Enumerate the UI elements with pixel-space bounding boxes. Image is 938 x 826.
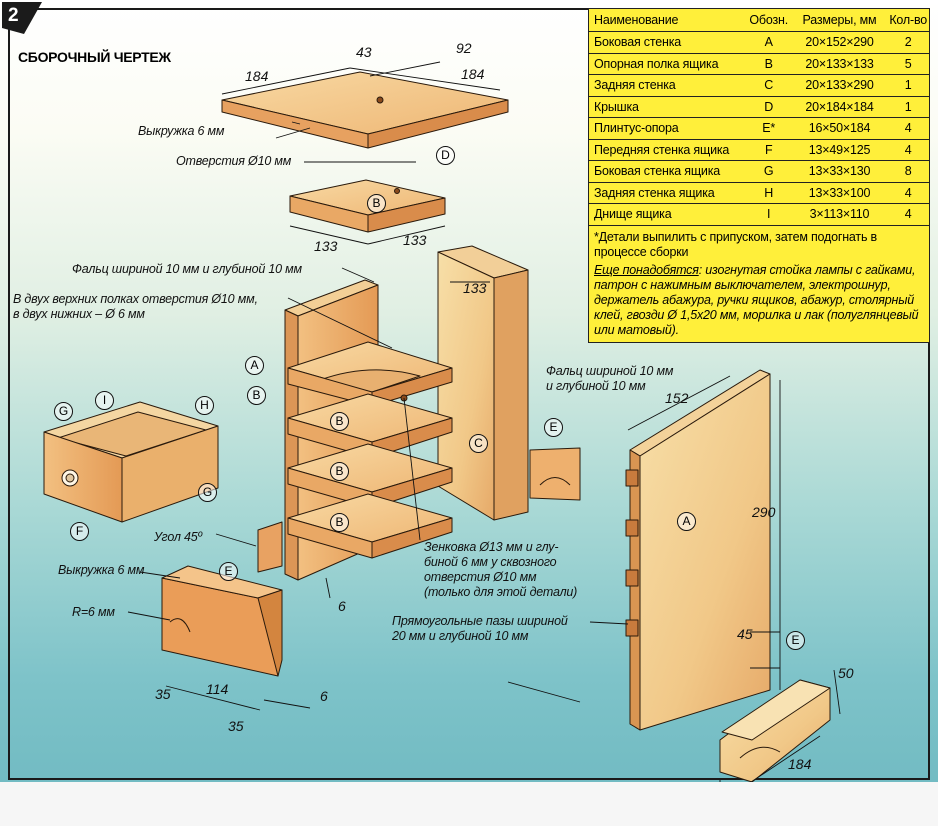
label-vykruzhka-top: Выкружка 6 мм	[138, 124, 225, 138]
dim-45: 45	[737, 626, 753, 642]
tag-part-b-3: B	[330, 462, 349, 481]
label-holes-line2: в двух нижних – Ø 6 мм	[13, 307, 145, 321]
back-wall-part-c	[437, 245, 529, 521]
label-falc-right-1: Фальц шириной 10 мм	[546, 364, 674, 378]
dim-184-right: 184	[461, 66, 485, 82]
tag-part-a-right: A	[677, 512, 696, 531]
dim-133-right: 133	[403, 232, 427, 248]
tag-part-b-2: B	[330, 412, 349, 431]
dim-35-bottom: 35	[228, 718, 244, 734]
tag-part-b-top: B	[367, 194, 386, 213]
tag-part-h: H	[195, 396, 214, 415]
dim-114: 114	[206, 681, 229, 697]
label-radius: R=6 мм	[72, 605, 115, 619]
base-part-e-carcass	[257, 521, 283, 573]
header-qty: Кол-во	[887, 9, 929, 32]
tag-part-a: A	[245, 356, 264, 375]
dim-133-left: 133	[314, 238, 338, 254]
base-part-e-right	[529, 447, 581, 501]
tag-part-e-3: E	[786, 631, 805, 650]
table-extra-text: : изогнутая стойка лампы с гайками, патр…	[594, 262, 919, 337]
tag-part-e-1: E	[544, 418, 563, 437]
shelf-stack	[287, 341, 453, 559]
dim-6-shelf: 6	[338, 598, 346, 614]
dim-50: 50	[838, 665, 854, 681]
label-falc-right-2: и глубиной 10 мм	[546, 379, 646, 393]
table-extra: Еще понадобятся: изогнутая стойка лампы …	[594, 263, 924, 338]
header-code: Обозн.	[745, 9, 792, 32]
parts-table-header: Наименование Обозн. Размеры, мм Кол-во	[589, 9, 929, 32]
label-otverstia: Отверстия Ø10 мм	[176, 154, 292, 168]
base-part-e-left	[161, 565, 283, 677]
label-zenkovka-3: отверстия Ø10 мм	[424, 570, 537, 584]
dim-35-top: 35	[155, 686, 171, 702]
lid-part-d	[221, 71, 509, 149]
tag-part-e-2: E	[219, 562, 238, 581]
badge-shape	[2, 2, 42, 34]
label-pazy-2: 20 мм и глубиной 10 мм	[392, 629, 529, 643]
figure-number: 2	[8, 5, 19, 26]
drawer-assembly	[43, 401, 219, 523]
dim-6-base: 6	[320, 688, 328, 704]
table-extra-title: Еще понадобятся	[594, 262, 699, 277]
table-footnote: *Детали выпилить с припуском, затем подо…	[594, 229, 877, 259]
tag-part-c: C	[469, 434, 488, 453]
tag-part-g-1: G	[54, 402, 73, 421]
tag-part-f: F	[70, 522, 89, 541]
dim-184-left: 184	[245, 68, 269, 84]
dim-152: 152	[665, 390, 689, 406]
dim-43: 43	[356, 44, 372, 60]
tag-part-d: D	[436, 146, 455, 165]
label-zenkovka-4: (только для этой детали)	[424, 585, 578, 599]
label-pazy-1: Прямоугольные пазы шириной	[392, 614, 568, 628]
dim-92: 92	[456, 40, 472, 56]
label-vykruzhka-left: Выкружка 6 мм	[58, 563, 145, 577]
header-size: Размеры, мм	[791, 9, 888, 32]
page-title: СБОРОЧНЫЙ ЧЕРТЕЖ	[18, 49, 171, 65]
tag-part-i: I	[95, 391, 114, 410]
dim-290: 290	[752, 504, 776, 520]
dim-133-back: 133	[463, 280, 487, 296]
label-zenkovka-1: Зенковка Ø13 мм и глу-	[424, 540, 559, 554]
page-bottom-strip	[0, 782, 938, 826]
label-ugol: Угол 45º	[154, 530, 202, 544]
parts-table: Наименование Обозн. Размеры, мм Кол-во Б…	[588, 8, 930, 343]
label-zenkovka-2: биной 6 мм у сквозного	[424, 555, 557, 569]
table-notes: *Детали выпилить с припуском, затем подо…	[589, 226, 929, 342]
label-holes-line1: В двух верхних полках отверстия Ø10 мм,	[13, 292, 258, 306]
tag-part-g-2: G	[198, 483, 217, 502]
header-name: Наименование	[589, 9, 746, 32]
base-part-e-bottom	[719, 679, 831, 783]
side-wall-part-a-right	[625, 369, 771, 731]
dim-184-base: 184	[788, 756, 812, 772]
tag-part-b-4: B	[330, 513, 349, 532]
drawing-frame	[8, 8, 930, 780]
label-falc-top: Фальц шириной 10 мм и глубиной 10 мм	[72, 262, 302, 276]
tag-part-b-1: B	[247, 386, 266, 405]
